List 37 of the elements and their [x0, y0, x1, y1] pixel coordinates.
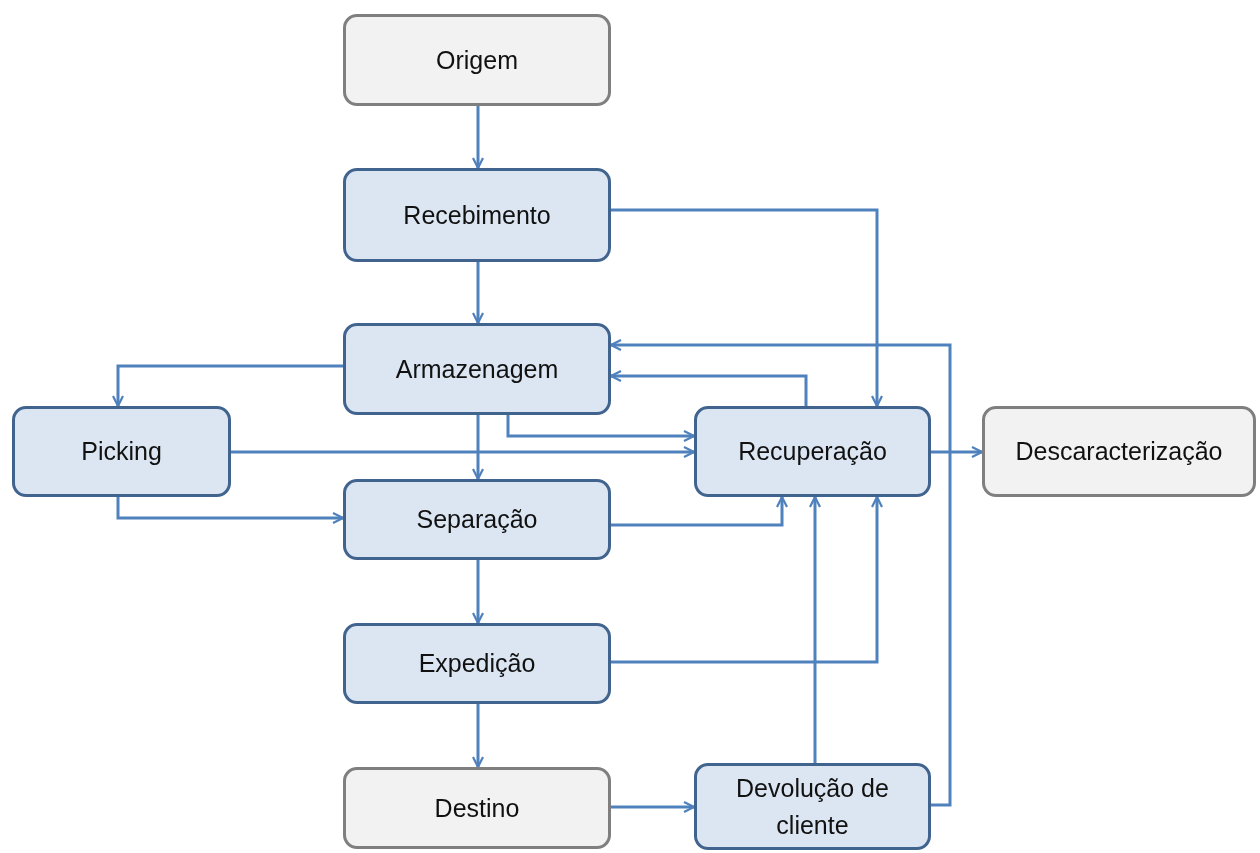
arrow — [609, 338, 952, 807]
process-box — [343, 479, 611, 560]
box-label: Devolução de cliente — [735, 773, 890, 841]
box-label: Destino — [434, 792, 520, 824]
process-box — [343, 168, 611, 262]
arrow — [611, 495, 884, 664]
process-box — [982, 406, 1256, 497]
arrow — [116, 497, 345, 525]
box-label: Descaracterização — [1015, 436, 1223, 468]
process-box — [12, 406, 231, 497]
process-box — [694, 406, 931, 497]
process-box — [343, 623, 611, 704]
arrow — [471, 262, 485, 325]
process-box — [694, 763, 931, 850]
arrow — [471, 415, 485, 481]
arrow — [471, 106, 485, 170]
arrow — [808, 495, 822, 763]
box-label: Origem — [436, 44, 518, 76]
arrow — [611, 800, 696, 814]
arrow — [931, 445, 984, 459]
box-label: Recuperação — [738, 436, 887, 468]
box-label: Expedição — [418, 648, 536, 680]
box-label: Armazenagem — [395, 353, 559, 385]
arrow — [611, 208, 884, 408]
arrow — [471, 560, 485, 625]
box-label: Picking — [81, 436, 162, 468]
arrow — [611, 495, 789, 527]
process-box — [343, 14, 611, 106]
arrow — [471, 704, 485, 769]
arrow — [111, 364, 343, 408]
process-box — [343, 323, 611, 415]
arrow — [506, 415, 696, 443]
box-label: Separação — [416, 504, 538, 536]
process-box — [343, 767, 611, 849]
arrow — [231, 445, 696, 459]
arrow — [609, 369, 808, 406]
box-label: Recebimento — [403, 199, 551, 231]
